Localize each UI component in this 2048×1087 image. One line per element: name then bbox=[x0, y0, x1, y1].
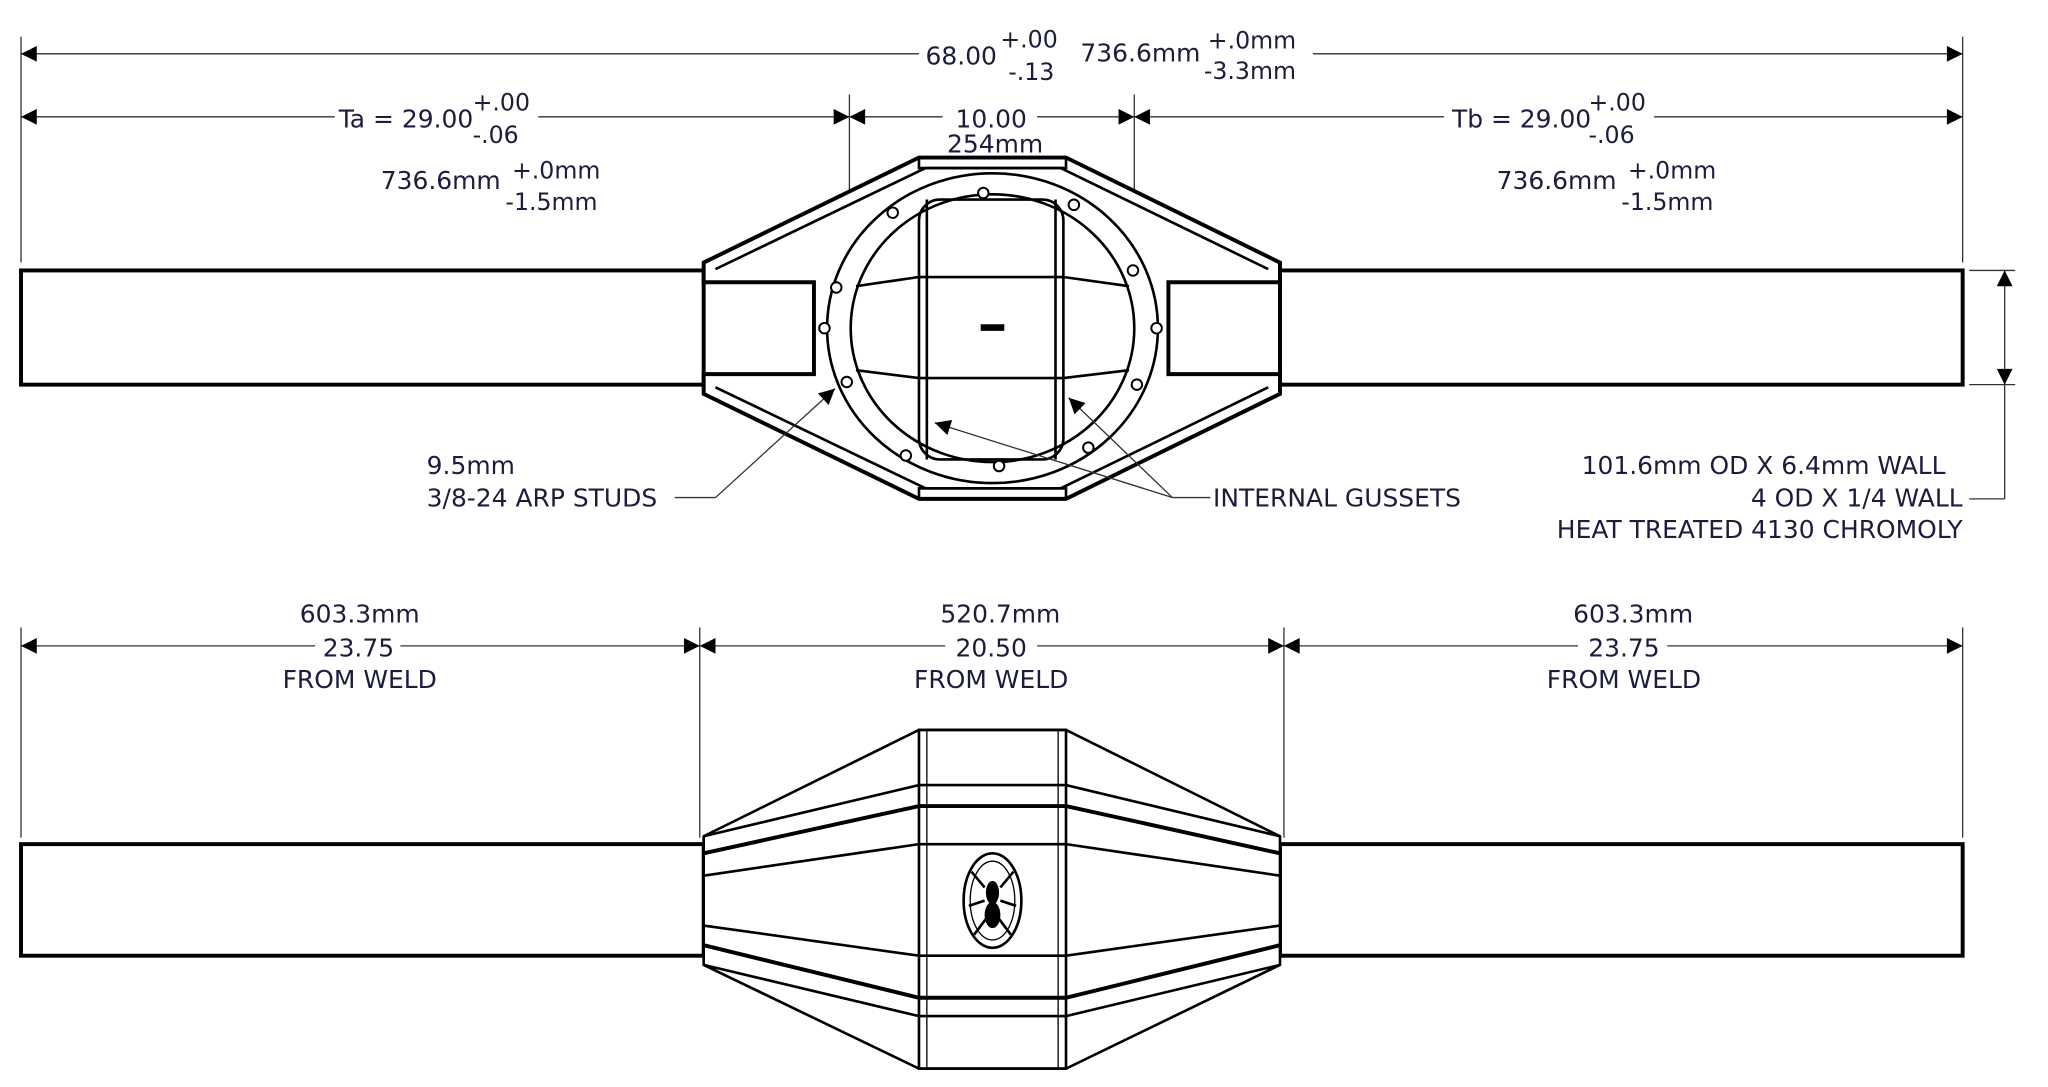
center-value: 20.50 bbox=[955, 633, 1026, 662]
tb-mm-minus: -1.5mm bbox=[1621, 188, 1713, 216]
overall-tol-plus: +.00 bbox=[1000, 25, 1057, 53]
overall-mm: 736.6mm bbox=[1080, 39, 1200, 68]
ta-dimension: Ta = 29.00 +.00 -.06 736.6mm +.0mm -1.5m… bbox=[21, 88, 850, 216]
center-housing-bottom bbox=[702, 728, 1282, 1070]
ta-mm-plus: +.0mm bbox=[512, 157, 600, 185]
studs-size: 9.5mm bbox=[427, 451, 515, 480]
ta-mm: 736.6mm bbox=[381, 166, 501, 195]
tube-spec-in: 4 OD X 1/4 WALL bbox=[1751, 484, 1963, 513]
right-axle-tube-bottom bbox=[1278, 842, 1965, 958]
center-dimension: 10.00 254mm bbox=[849, 104, 1135, 158]
center-mm: 254mm bbox=[947, 129, 1043, 158]
tb-mm-plus: +.0mm bbox=[1628, 157, 1716, 185]
overall-mm-plus: +.0mm bbox=[1208, 27, 1296, 55]
overall-length-dimension: 68.00 +.00 -.13 736.6mm +.0mm -3.3mm bbox=[21, 25, 1963, 86]
overall-tol-minus: -.13 bbox=[1008, 58, 1054, 86]
tb-tol-minus: -.06 bbox=[1589, 121, 1635, 149]
center-value: 10.00 bbox=[955, 104, 1026, 133]
center-note: FROM WELD bbox=[914, 665, 1068, 694]
studs-label: 3/8-24 ARP STUDS bbox=[427, 484, 658, 513]
tb-mm: 736.6mm bbox=[1497, 166, 1617, 195]
spider-logo bbox=[962, 852, 1023, 950]
bottom-view: 603.3mm 23.75 FROM WELD 520.7mm 20.50 FR… bbox=[19, 599, 1965, 1070]
ta-value: Ta = 29.00 bbox=[338, 104, 474, 133]
tube-material: HEAT TREATED 4130 CHROMOLY bbox=[1557, 515, 1964, 544]
right-axle-tube bbox=[1278, 268, 1965, 387]
tb-tol-plus: +.00 bbox=[1589, 88, 1646, 116]
center-housing-top bbox=[701, 155, 1282, 501]
overall-value: 68.00 bbox=[926, 41, 997, 70]
tube-spec-mm: 101.6mm OD X 6.4mm WALL bbox=[1582, 451, 1946, 480]
left-axle-tube bbox=[19, 268, 706, 387]
left-note: FROM WELD bbox=[283, 665, 437, 694]
right-mm: 603.3mm bbox=[1573, 599, 1693, 628]
tb-dimension: Tb = 29.00 +.00 -.06 736.6mm +.0mm -1.5m… bbox=[1134, 88, 1963, 216]
center-segment-dimension: 520.7mm 20.50 FROM WELD bbox=[699, 599, 1284, 694]
overall-mm-minus: -3.3mm bbox=[1204, 57, 1296, 85]
right-value: 23.75 bbox=[1588, 633, 1659, 662]
left-axle-tube-bottom bbox=[19, 842, 706, 958]
right-note: FROM WELD bbox=[1547, 665, 1701, 694]
right-segment-dimension: 603.3mm 23.75 FROM WELD bbox=[1283, 599, 1963, 694]
tb-value: Tb = 29.00 bbox=[1451, 104, 1591, 133]
gussets-label: INTERNAL GUSSETS bbox=[1213, 484, 1461, 513]
ta-tol-minus: -.06 bbox=[473, 121, 519, 149]
left-value: 23.75 bbox=[323, 633, 394, 662]
top-view: 68.00 +.00 -.13 736.6mm +.0mm -3.3mm Ta … bbox=[19, 25, 2016, 544]
ta-tol-plus: +.00 bbox=[473, 88, 530, 116]
center-mm: 520.7mm bbox=[940, 599, 1060, 628]
ta-mm-minus: -1.5mm bbox=[505, 188, 597, 216]
left-segment-dimension: 603.3mm 23.75 FROM WELD bbox=[21, 599, 700, 694]
left-mm: 603.3mm bbox=[300, 599, 420, 628]
